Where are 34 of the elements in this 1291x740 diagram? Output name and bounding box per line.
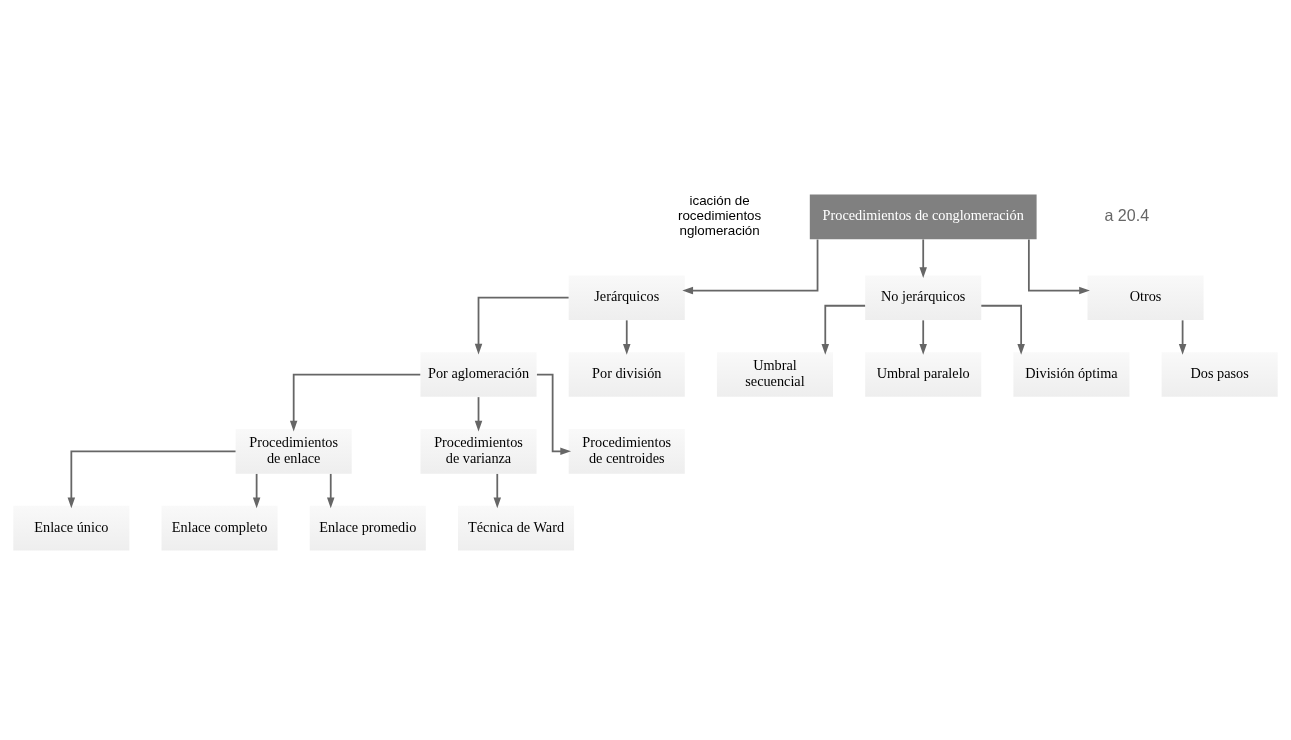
node-box: División óptima [1013,351,1130,397]
arrow [682,238,819,294]
node-box: Enlace único [13,505,130,550]
node-box: Procedimientos de centroides [568,428,685,474]
node-box: Por división [568,351,685,397]
arrow [326,472,335,508]
node-box: Dos pasos [1161,351,1278,397]
node-box: Umbral secuencial [716,351,833,397]
node-box: Técnica de Ward [458,505,575,550]
node-box: Procedimientos de enlace [235,428,352,474]
arrow [919,318,927,355]
arrow [1027,238,1090,294]
arrow [493,472,502,508]
node-box: Enlace completo [161,505,278,550]
node-box: Procedimientos de varianza [420,428,537,474]
arrow [474,296,570,355]
arrow [67,449,237,508]
arrow [1178,318,1187,355]
arrow [919,238,927,278]
node-box: Enlace promedio [309,505,426,550]
node-box: No jerárquicos [865,274,982,320]
node-box: Jerárquicos [568,274,685,320]
arrow [252,472,261,508]
arrow [980,304,1025,355]
arrow [623,318,631,355]
node-box: Umbral paralelo [865,351,982,397]
node-box: Otros [1087,274,1204,320]
arrow [821,304,866,355]
label: a 20.4 [1104,205,1150,224]
label: icación de rocedimientos nglomeración [677,192,762,238]
arrow [289,373,422,431]
arrow [474,395,483,432]
node-box: Por aglomeración [420,351,537,397]
node-box: Procedimientos de conglomeración [809,194,1037,239]
